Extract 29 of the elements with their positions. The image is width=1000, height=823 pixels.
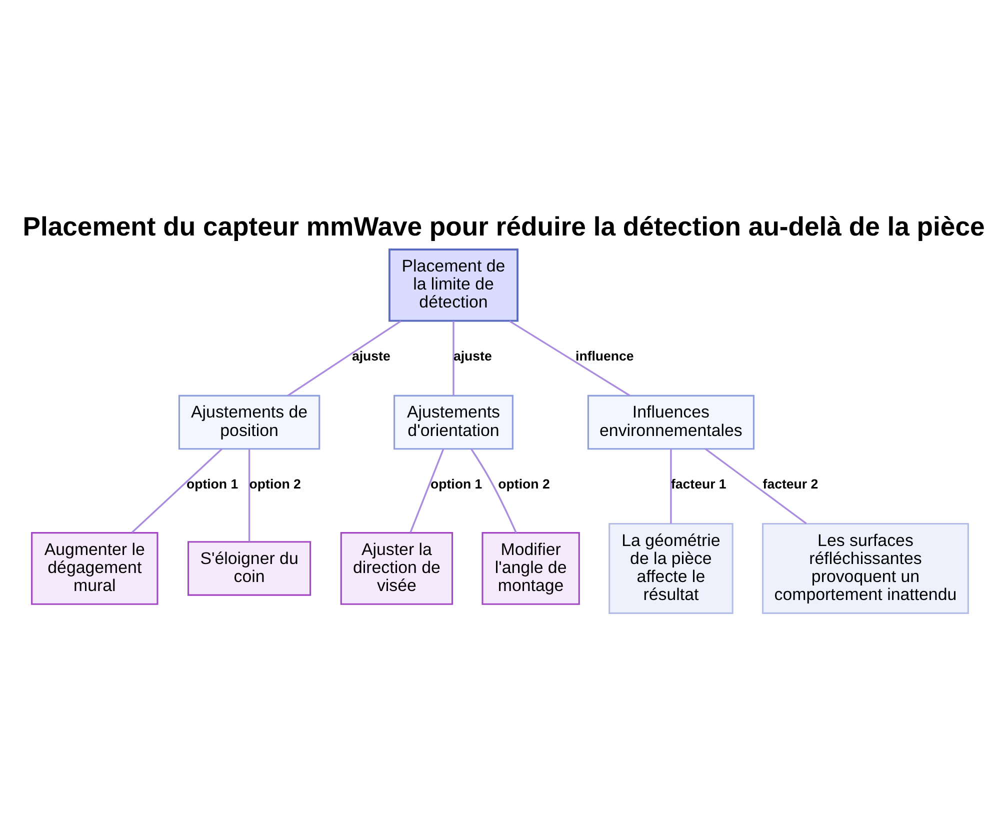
edge-label: ajuste bbox=[453, 348, 492, 363]
edge-label: facteur 2 bbox=[762, 476, 818, 491]
connector bbox=[248, 448, 250, 542]
node-box: Modifier l'angle de montage bbox=[482, 532, 580, 604]
node-box: Ajustements de position bbox=[178, 394, 320, 450]
connector bbox=[410, 448, 444, 532]
node-box: S'éloigner du coin bbox=[188, 540, 312, 596]
connector bbox=[132, 448, 223, 533]
connector bbox=[670, 448, 672, 524]
connector bbox=[452, 320, 454, 395]
edge-label: facteur 1 bbox=[670, 476, 726, 491]
connector bbox=[509, 320, 630, 396]
node-box: Placement de la limite de détection bbox=[388, 248, 518, 322]
edge-label: ajuste bbox=[352, 348, 390, 363]
connector bbox=[470, 448, 517, 533]
edge-label: option 2 bbox=[249, 476, 301, 491]
connector bbox=[704, 448, 807, 524]
node-box: Les surfaces réfléchissantes provoquent un comportement inattendu bbox=[762, 522, 969, 614]
node-box: La géométrie de la pièce affecte le résultat bbox=[608, 522, 734, 614]
edge-label: influence bbox=[576, 348, 634, 363]
edge-label: option 1 bbox=[430, 476, 482, 491]
node-box: Influences environnementales bbox=[587, 394, 754, 450]
diagram-title: Placement du capteur mmWave pour réduire la détection au-delà de la pièce bbox=[22, 211, 985, 242]
node-box: Ajuster la direction de visée bbox=[340, 532, 454, 604]
edge-label: option 1 bbox=[186, 476, 238, 491]
edge-label: option 2 bbox=[498, 476, 550, 491]
node-box: Ajustements d'orientation bbox=[394, 394, 514, 450]
connector bbox=[287, 320, 402, 396]
node-box: Augmenter le dégagement mural bbox=[31, 532, 158, 604]
